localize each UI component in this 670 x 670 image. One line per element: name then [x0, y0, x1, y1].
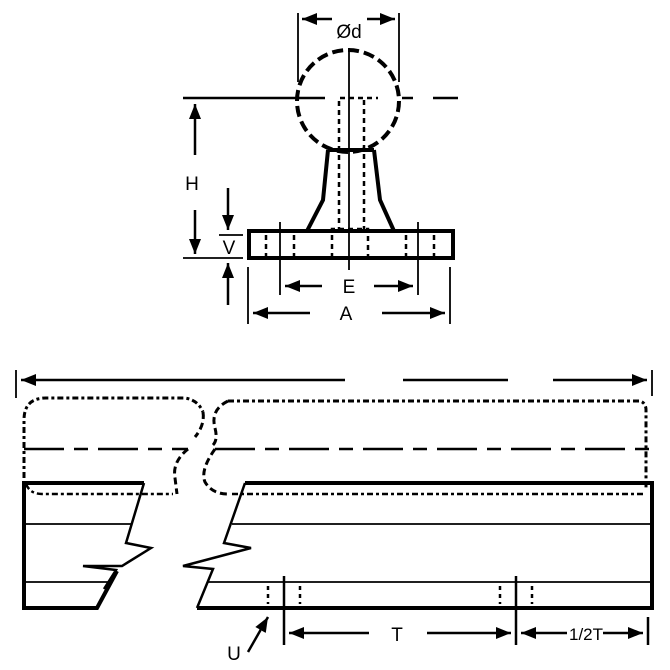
base-thickness-label: V [223, 238, 236, 259]
break-curve [193, 411, 205, 438]
rail-right-break [182, 482, 252, 609]
rail-left-outline [22, 481, 144, 610]
neck-right [372, 149, 453, 233]
phantom-outline-right [228, 399, 648, 490]
bore-hidden-left [337, 96, 378, 232]
diameter-label: Ød [336, 22, 361, 43]
ball-stud-view: Ød E A [183, 13, 458, 325]
hole-label: U [227, 644, 241, 665]
pitch-label: T [391, 625, 403, 646]
rail-left-break [82, 482, 155, 590]
height-label: H [185, 174, 199, 195]
break-curve [173, 447, 189, 495]
phantom-inner-left [24, 483, 173, 496]
neck-left [249, 149, 330, 233]
hole-spacing-label: E [343, 277, 356, 298]
break-curve [211, 399, 229, 447]
phantom-outline-left [22, 396, 205, 478]
rail-right-outline [197, 481, 654, 610]
bore-base-hidden [330, 227, 370, 258]
base-flange [247, 229, 455, 260]
break-curve [202, 448, 229, 496]
half-pitch-label: 1/2T [569, 625, 603, 644]
ball-outline [295, 48, 401, 154]
hole-leader-arrow [246, 616, 270, 653]
rail-view: T 1/2T U [15, 370, 654, 665]
base-width-label: A [340, 304, 353, 325]
